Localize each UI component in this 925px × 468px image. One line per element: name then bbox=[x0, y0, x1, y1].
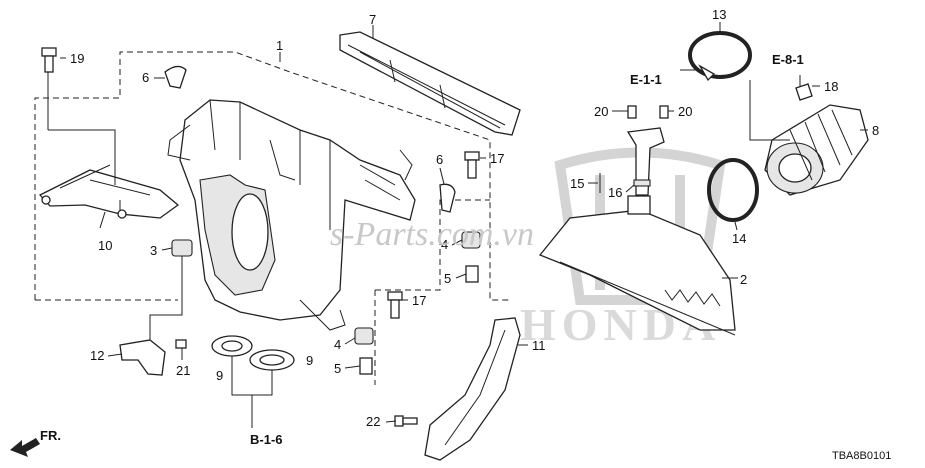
bolt-22 bbox=[394, 415, 418, 427]
callout-16: 16 bbox=[608, 185, 622, 200]
clamp-13 bbox=[688, 31, 752, 82]
diagram-code: TBA8B0101 bbox=[832, 450, 891, 462]
callout-8: 8 bbox=[872, 123, 879, 138]
callout-17-lower: 17 bbox=[412, 293, 426, 308]
resonator-2 bbox=[538, 195, 736, 336]
grommet-bracket-outline bbox=[374, 199, 490, 385]
callout-9-right: 9 bbox=[306, 353, 313, 368]
callout-3: 3 bbox=[150, 243, 157, 258]
front-label: FR. bbox=[40, 428, 61, 443]
bolt-19 bbox=[41, 47, 57, 73]
callout-22: 22 bbox=[366, 414, 380, 429]
callout-20-left: 20 bbox=[594, 104, 608, 119]
clamp-14 bbox=[707, 158, 759, 222]
bracket-15 bbox=[626, 127, 665, 196]
air-cleaner-case bbox=[167, 99, 416, 331]
callout-7: 7 bbox=[369, 12, 376, 27]
grommet-4-lower bbox=[354, 327, 374, 345]
callout-15: 15 bbox=[570, 176, 584, 191]
ref-e-1-1: E-1-1 bbox=[630, 72, 662, 87]
callout-10: 10 bbox=[98, 238, 112, 253]
clip-6-right bbox=[439, 183, 456, 213]
clip-18 bbox=[795, 83, 813, 101]
collar-5-upper bbox=[465, 265, 479, 283]
ref-b-1-6: B-1-6 bbox=[250, 432, 283, 447]
callout-21: 21 bbox=[176, 363, 190, 378]
callout-18: 18 bbox=[824, 79, 838, 94]
stay-11 bbox=[424, 317, 521, 461]
callout-14: 14 bbox=[732, 231, 746, 246]
callout-1: 1 bbox=[276, 38, 283, 53]
bracket-12 bbox=[119, 339, 166, 376]
ref-e-8-1: E-8-1 bbox=[772, 52, 804, 67]
callout-12: 12 bbox=[90, 348, 104, 363]
assembly-outline bbox=[34, 51, 510, 301]
callout-4-lower: 4 bbox=[334, 337, 341, 352]
site-watermark: s-Parts.com.vn bbox=[330, 216, 534, 253]
bracket-10 bbox=[38, 164, 180, 219]
callout-13: 13 bbox=[712, 7, 726, 22]
clip-6-left bbox=[164, 65, 187, 89]
callout-4-upper: 4 bbox=[441, 237, 448, 252]
grommet-3 bbox=[171, 239, 193, 257]
callout-6-left: 6 bbox=[142, 70, 149, 85]
callout-2: 2 bbox=[740, 272, 747, 287]
bolt-20-right bbox=[659, 105, 669, 119]
air-intake-duct-8 bbox=[764, 104, 869, 196]
bolt-20-left bbox=[627, 105, 637, 119]
callout-17-upper: 17 bbox=[490, 151, 504, 166]
callout-20-right: 20 bbox=[678, 104, 692, 119]
callout-9-left: 9 bbox=[216, 368, 223, 383]
collar-5-lower bbox=[359, 357, 373, 375]
air-filter-element bbox=[339, 31, 521, 136]
grommet-16 bbox=[633, 179, 651, 187]
bolt-17-lower bbox=[387, 291, 403, 319]
bolt-17-upper bbox=[464, 151, 480, 179]
callout-6-right: 6 bbox=[436, 152, 443, 167]
leader-lines bbox=[60, 22, 868, 423]
bolt-21 bbox=[175, 339, 187, 349]
callout-5-upper: 5 bbox=[444, 271, 451, 286]
callout-19: 19 bbox=[70, 51, 84, 66]
callout-5-lower: 5 bbox=[334, 361, 341, 376]
front-arrow-icon: FR. bbox=[10, 428, 61, 457]
callout-11: 11 bbox=[532, 338, 546, 353]
